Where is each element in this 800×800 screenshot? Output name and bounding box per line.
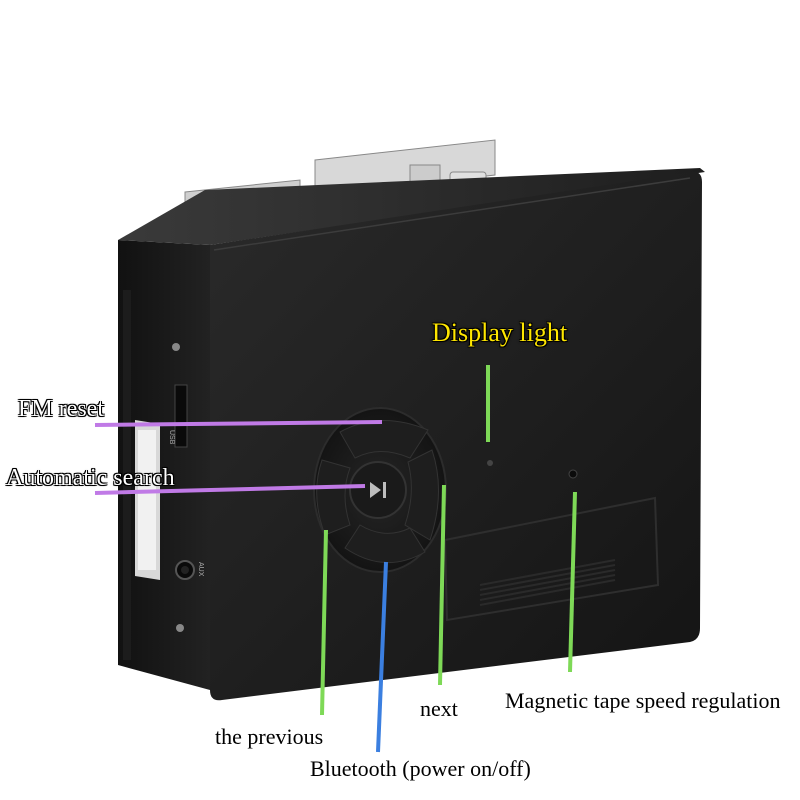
previous-callout <box>320 529 328 716</box>
next-button[interactable] <box>404 449 439 541</box>
display-light-label: Display light <box>432 318 568 347</box>
tape-compartment <box>443 496 660 622</box>
magnetic-tape-speed-label: Magnetic tape speed regulation <box>505 688 781 713</box>
usb-slot-label: USB <box>168 430 175 445</box>
display-light-led <box>487 460 493 466</box>
next-label: next <box>420 696 458 721</box>
play-pause-icon <box>370 482 386 498</box>
speed-regulation-hole <box>568 469 578 479</box>
device-body <box>118 168 705 701</box>
aux-port-label: AUX <box>197 562 204 577</box>
bluetooth-label: Bluetooth (power on/off) <box>310 756 531 781</box>
bluetooth-power-button[interactable] <box>344 524 426 563</box>
callout-lines <box>94 365 577 753</box>
fm-reset-label: FM reset <box>18 396 104 422</box>
side-ports: USB AUX <box>123 290 204 660</box>
previous-button[interactable] <box>316 459 351 536</box>
next-callout <box>438 484 446 686</box>
automatic-search-label: Automatic search <box>6 465 175 491</box>
fm-reset-callout <box>94 420 383 427</box>
bluetooth-callout <box>376 561 388 753</box>
control-pad <box>313 407 447 573</box>
speed-regulation-callout <box>568 491 577 673</box>
previous-label: the previous <box>215 724 324 749</box>
automatic-search-callout <box>94 484 366 495</box>
